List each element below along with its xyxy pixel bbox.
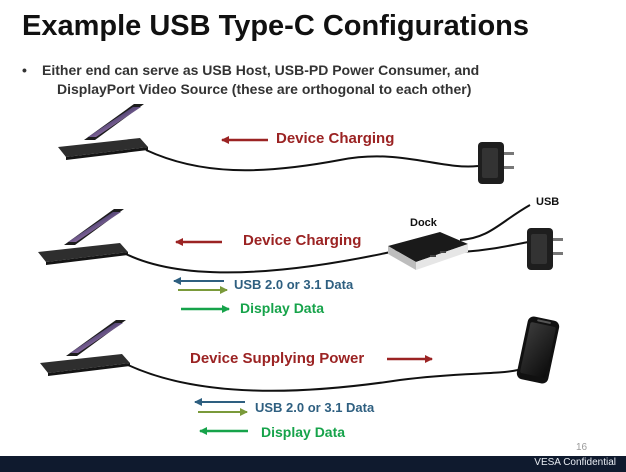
laptop-icon	[38, 209, 128, 265]
cable	[145, 149, 479, 172]
cable	[459, 204, 531, 241]
footer-bar: VESA Confidential	[0, 456, 626, 472]
bullet-marker: •	[22, 62, 27, 78]
dock-label: Dock	[410, 217, 437, 229]
power-label: Device Supplying Power	[190, 350, 365, 367]
slide-title: Example USB Type-C Configurations	[22, 10, 530, 42]
bullet-text-line-2: DisplayPort Video Source (these are orth…	[57, 81, 472, 97]
data-label: USB 2.0 or 3.1 Data	[255, 400, 375, 415]
laptop-icon	[58, 104, 148, 160]
usb-label: USB	[536, 196, 560, 208]
wall-charger-icon	[478, 142, 514, 184]
wall-charger-icon	[527, 228, 563, 270]
bullet-text-line-1: Either end can serve as USB Host, USB-PD…	[42, 62, 480, 78]
laptop-icon	[40, 320, 130, 376]
page-number: 16	[576, 442, 588, 453]
dock-icon	[388, 232, 468, 270]
confidential-label: VESA Confidential	[534, 457, 616, 468]
phone-icon	[516, 316, 560, 384]
cable	[127, 364, 519, 392]
cable	[125, 249, 401, 274]
display-label: Display Data	[261, 424, 346, 440]
display-label: Display Data	[240, 300, 325, 316]
data-label: USB 2.0 or 3.1 Data	[234, 277, 354, 292]
power-label: Device Charging	[243, 232, 362, 249]
cable	[461, 241, 529, 253]
power-label: Device Charging	[276, 130, 395, 147]
